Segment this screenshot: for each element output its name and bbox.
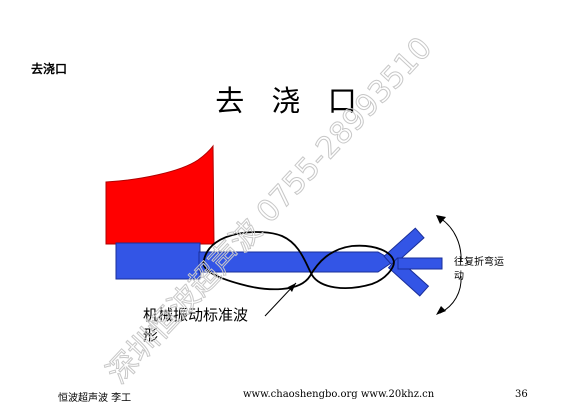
base-block xyxy=(115,242,201,280)
footer-company: 恒波超声波 李工 xyxy=(58,393,132,404)
vibration-waveform xyxy=(202,231,395,291)
fork-middle-arm xyxy=(397,257,443,270)
caption-line-1: 机械振动标准波 xyxy=(143,306,249,324)
ultrasonic-horn xyxy=(105,144,215,245)
slide-title: 去 浇 口 xyxy=(215,84,366,118)
motion-label-line-1: 往复折弯运 xyxy=(454,257,504,268)
motion-label: 往复折弯运 动 xyxy=(454,256,504,284)
fork-upper-arm xyxy=(383,227,425,267)
page-number: 36 xyxy=(515,389,528,400)
runner-bar xyxy=(198,251,395,273)
motion-arrowhead-up xyxy=(436,215,446,224)
motion-arrowhead-down xyxy=(436,306,446,315)
motion-label-line-2: 动 xyxy=(454,271,464,282)
motion-arrow-up xyxy=(439,217,462,263)
waveform-caption: 机械振动标准波 形 xyxy=(143,305,248,345)
caption-line-2: 形 xyxy=(143,326,159,344)
section-label: 去浇口 xyxy=(31,62,68,76)
footer-websites: www.chaoshengbo.org www.20khz.cn xyxy=(243,389,435,400)
caption-arrowhead xyxy=(288,283,296,292)
